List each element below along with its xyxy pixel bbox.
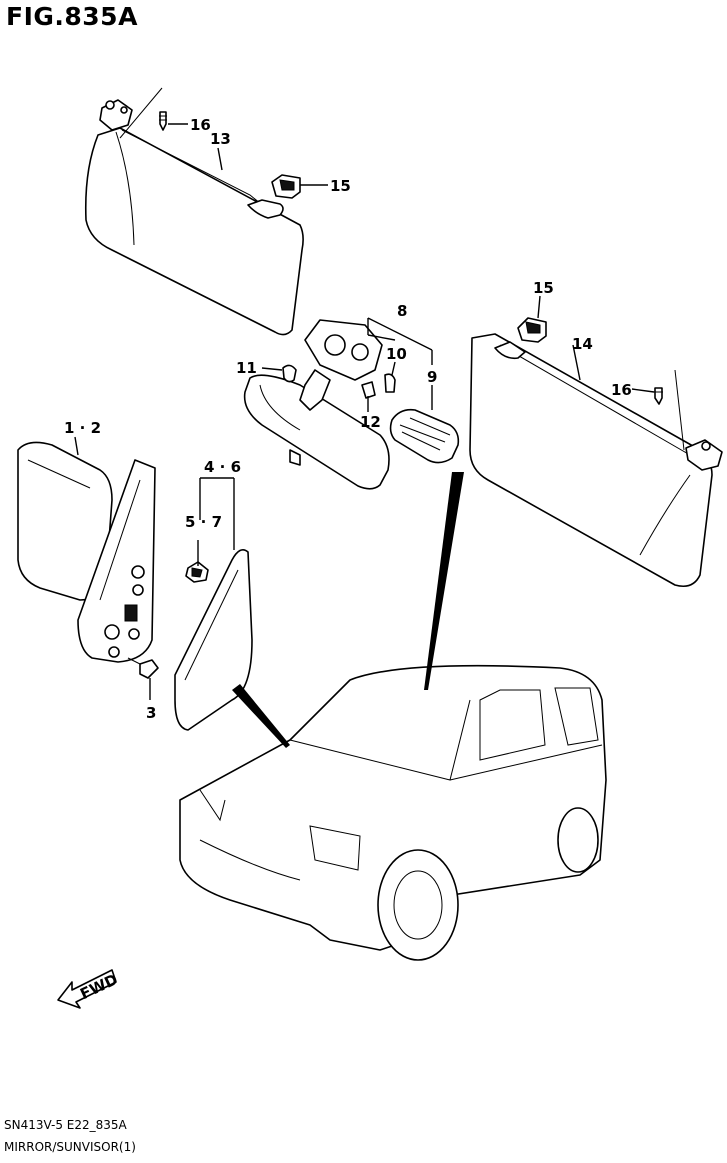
callout-3: 3 xyxy=(146,704,156,722)
clip-15-right xyxy=(517,317,547,343)
callout-16-left: 16 xyxy=(190,116,211,134)
socket-12 xyxy=(361,381,376,399)
figure-title: FIG.835A xyxy=(6,2,138,31)
bulb-11 xyxy=(282,364,297,383)
mirror-base xyxy=(77,459,156,663)
callout-12: 12 xyxy=(360,413,381,431)
callout-1-2: 1 · 2 xyxy=(64,419,101,437)
sunvisor-right-pivot xyxy=(674,369,723,471)
diagram-description: MIRROR/SUNVISOR(1) xyxy=(4,1140,136,1154)
sunvisor-right xyxy=(469,333,713,588)
callout-13: 13 xyxy=(210,130,231,148)
callout-14: 14 xyxy=(572,335,593,353)
clip-15-left xyxy=(271,174,301,199)
screw-16-right xyxy=(654,387,663,405)
callout-11: 11 xyxy=(236,359,257,377)
pointer-roof xyxy=(424,472,464,690)
callout-4-6: 4 · 6 xyxy=(204,458,241,476)
callout-16-right: 16 xyxy=(611,381,632,399)
leader-lines xyxy=(74,123,655,700)
callout-15-right: 15 xyxy=(533,279,554,297)
callout-15-left: 15 xyxy=(330,177,351,195)
callout-10: 10 xyxy=(386,345,407,363)
fwd-label: FWD xyxy=(77,970,120,1003)
screw-16-left xyxy=(159,111,167,131)
callout-9: 9 xyxy=(427,368,437,386)
callout-5-7: 5 · 7 xyxy=(185,513,222,531)
callout-8: 8 xyxy=(397,302,407,320)
map-lamp-housing xyxy=(304,319,383,381)
clip-5-7 xyxy=(185,561,209,583)
sunvisor-left xyxy=(84,127,304,336)
mirror-garnish xyxy=(174,549,253,731)
bolt-3 xyxy=(127,657,159,679)
diagram-code: SN413V-5 E22_835A xyxy=(4,1118,127,1132)
bulb-10 xyxy=(384,373,396,393)
sunvisor-left-pivot xyxy=(99,87,163,139)
rear-view-mirror xyxy=(243,369,390,490)
lens-9 xyxy=(389,408,460,464)
fwd-arrow: FWD xyxy=(57,969,121,1009)
vehicle-outline xyxy=(179,664,607,961)
pointer-pillar xyxy=(232,684,290,748)
